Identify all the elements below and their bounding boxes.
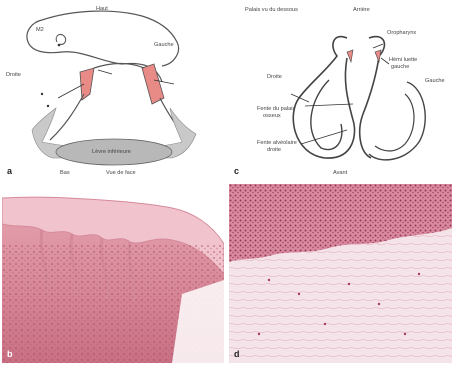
label-fente-alveolaire-line1: Fente alvéolaire — [257, 140, 297, 146]
label-haut: Haut — [96, 6, 108, 12]
label-fente-alveolaire-line2: droite — [267, 147, 281, 153]
label-droite: Droite — [6, 72, 21, 78]
panel-letter-b: b — [7, 349, 13, 359]
panel-letter-c: c — [234, 166, 239, 176]
label-m2: M2 — [36, 27, 44, 33]
histology-image-b — [2, 184, 224, 363]
panel-letter-d: d — [234, 349, 240, 359]
label-avant: Avant — [333, 170, 347, 176]
label-gauche: Gauche — [154, 42, 174, 48]
label-hemi-luette-line2: gauche — [391, 64, 409, 70]
histology-image-d — [229, 184, 452, 363]
panel-b-micrograph: b — [2, 184, 224, 363]
palate-diagram — [229, 2, 452, 180]
panel-a-diagram: Haut M2 Gauche Droite Lèvre inférieure B… — [2, 2, 224, 180]
label-fente-palais-line2: osseux — [263, 113, 281, 119]
label-vue-de-face: Vue de face — [106, 170, 136, 176]
panel-letter-a: a — [7, 166, 12, 176]
label-hemi-luette-line1: Hémi luette — [389, 57, 417, 63]
label-arriere: Arrière — [353, 7, 370, 13]
label-palais-vu-du-dessous: Palais vu du dessous — [245, 7, 298, 13]
label-gauche: Gauche — [425, 78, 445, 84]
label-fente-palais-line1: Fente du palais — [257, 106, 295, 112]
label-bas: Bas — [60, 170, 70, 176]
label-droite: Droite — [267, 74, 282, 80]
label-levre-inferieure: Lèvre inférieure — [92, 149, 131, 155]
panel-d-micrograph: d — [229, 184, 452, 363]
panel-c-diagram: Palais vu du dessous Arrière Oropharynx … — [229, 2, 452, 180]
label-oropharynx: Oropharynx — [387, 30, 416, 36]
